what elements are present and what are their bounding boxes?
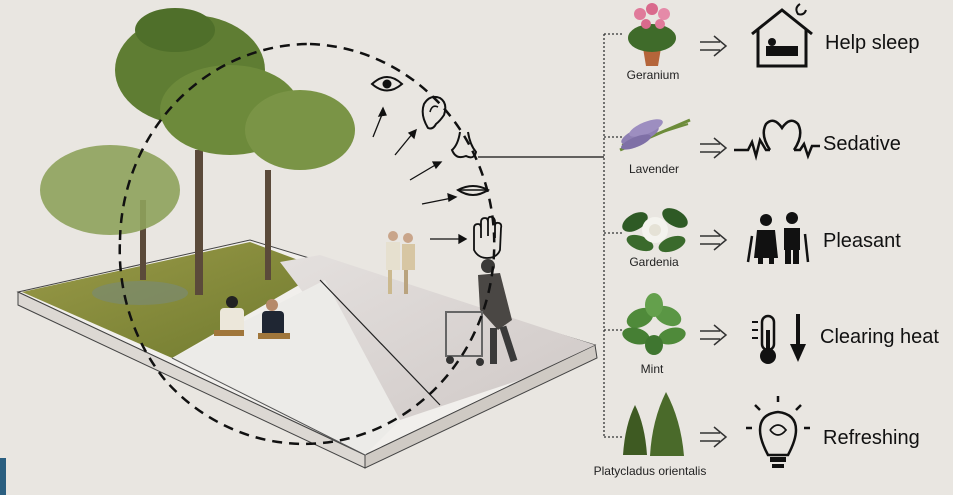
effect-label-help-sleep: Help sleep [825,32,920,54]
mint-leaves-icon [622,293,686,355]
nose-icon [450,131,478,159]
house-bed-moon-icon [751,3,813,68]
effect-label-clearing-heat: Clearing heat [820,326,939,348]
eye-icon [370,76,404,92]
plant-label-platycladus: Platycladus orientalis [593,464,707,478]
lightbulb-brain-icon [746,396,810,468]
garden-platform [16,239,598,469]
pond [92,281,188,305]
lavender-bundle-icon [619,118,691,152]
mouth-icon [456,185,490,196]
corner-accent [0,458,6,495]
sense-arrows [372,106,468,245]
elderly-man-walker [445,259,518,366]
plaza [172,280,400,455]
plant-bracket [603,33,622,438]
heartbeat-icon [734,119,820,161]
effect-label-sedative: Sedative [823,133,901,155]
trees [40,8,355,295]
walking-path [280,255,595,420]
geranium-pot-icon [628,3,676,66]
plant-label-lavender: Lavender [628,162,680,176]
cypress-trees-icon [623,392,684,456]
gardenia-flower-icon [622,208,688,253]
elderly-couple-icon [746,212,810,264]
seated-people [214,296,290,339]
ear-icon [421,95,447,130]
hand-icon [473,215,503,259]
effect-label-pleasant: Pleasant [823,230,901,252]
thermometer-down-icon [752,314,806,364]
walking-couple [386,231,415,294]
plant-label-geranium: Geranium [626,68,680,82]
double-arrows [700,35,728,448]
plant-label-gardenia: Gardenia [629,255,679,269]
plant-label-mint: Mint [640,362,664,376]
effect-label-refreshing: Refreshing [823,427,920,449]
